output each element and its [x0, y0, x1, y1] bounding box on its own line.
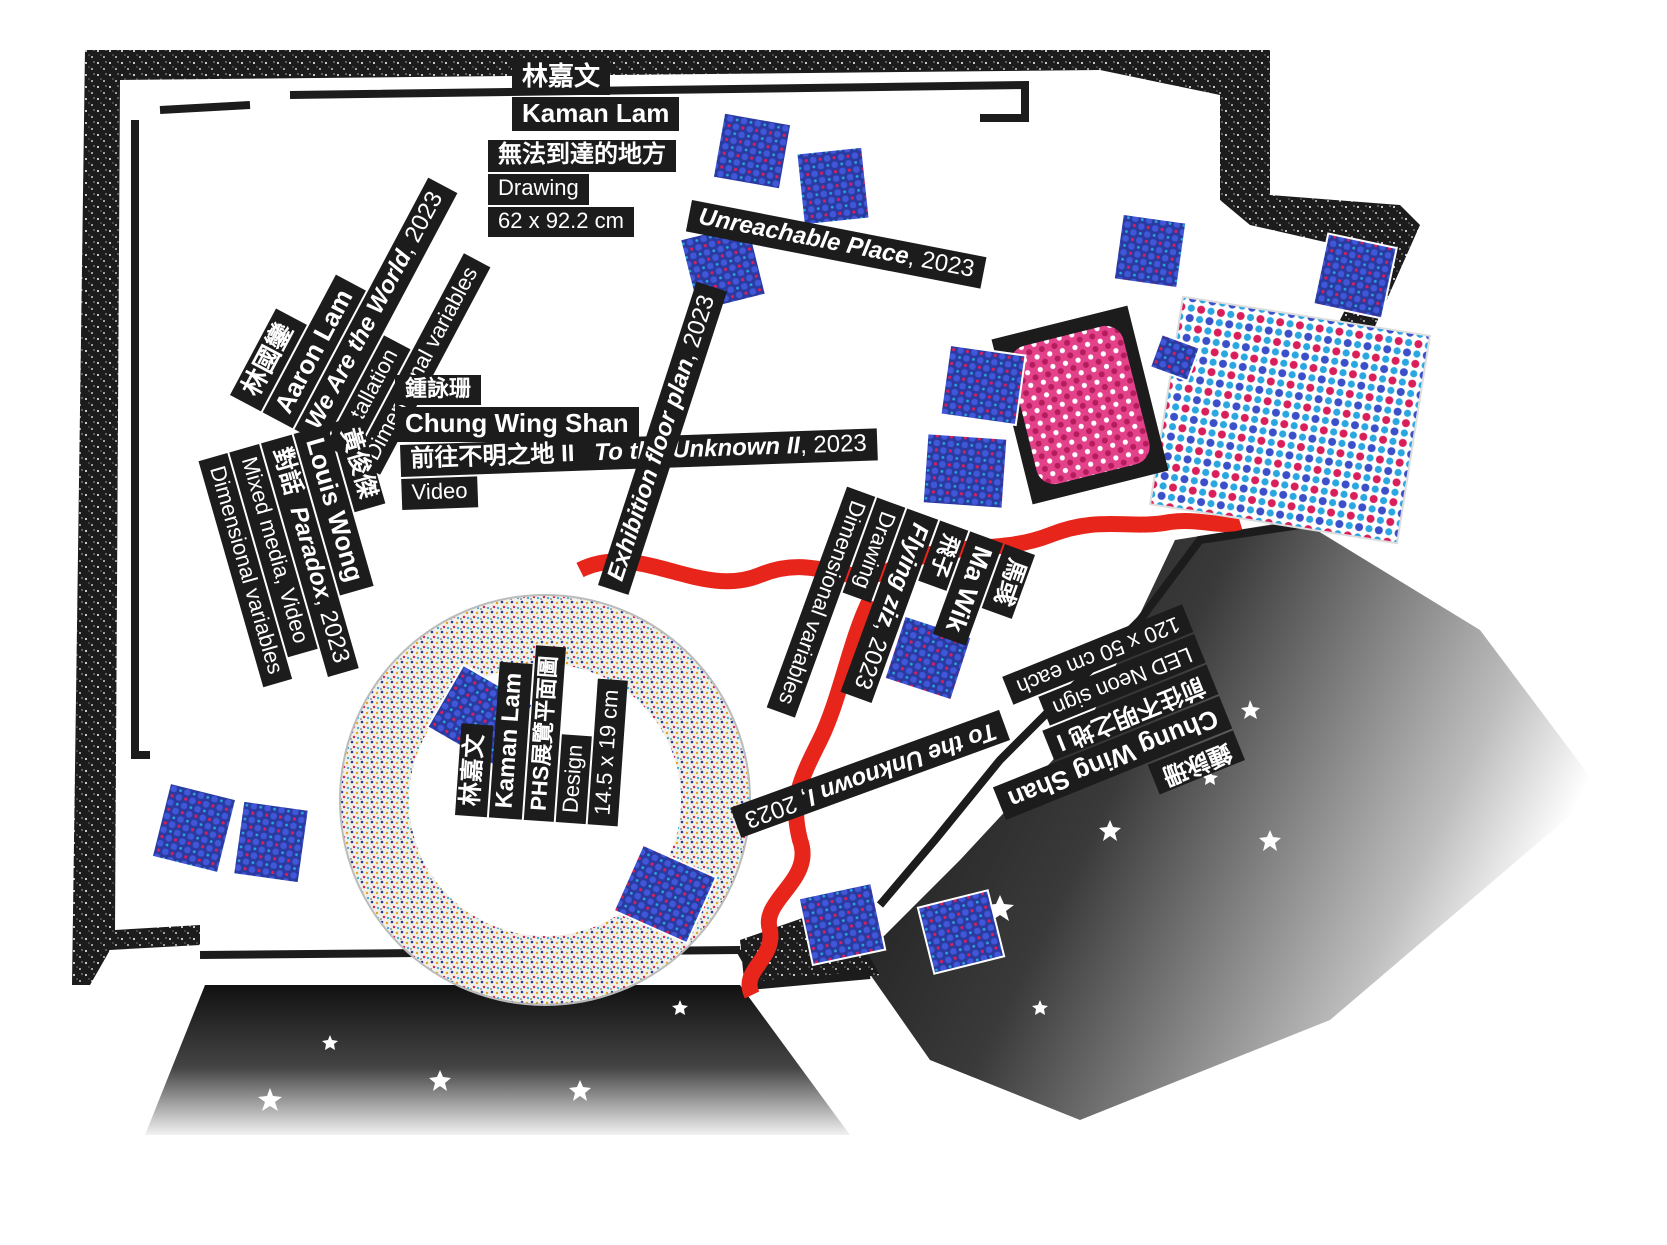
label-floor-plan-details: 林嘉文 Kaman Lam PHS展覽平面圖 Design 14.5 x 19 …: [455, 640, 632, 827]
artist-name-en: Kaman Lam: [512, 96, 680, 132]
starfield-bottom: [145, 985, 850, 1135]
label-unreachable-details: 無法到達的地方 Drawing 62 x 92.2 cm: [488, 140, 676, 239]
work-title-zh: 無法到達的地方: [488, 140, 676, 173]
work-title-zh: 前往不明之地 II: [410, 439, 575, 473]
work-year: , 2023: [310, 594, 355, 667]
artist-name-en: Chung Wing Shan: [395, 407, 639, 442]
work-year: , 2023: [848, 621, 897, 693]
artist-name-zh: 鍾詠珊: [395, 375, 482, 406]
work-medium: Video: [401, 476, 479, 510]
label-chung-unknown-ii: 鍾詠珊 Chung Wing Shan: [395, 375, 639, 444]
confetti-ring: [341, 596, 749, 1004]
blue-dotted-squares: [150, 111, 1398, 975]
work-size: 62 x 92.2 cm: [488, 206, 634, 237]
starfield-right: [860, 520, 1600, 1120]
work-medium: Drawing: [488, 174, 589, 205]
work-year: , 2023: [799, 429, 868, 460]
work-year: , 2023: [393, 187, 449, 259]
artist-name-zh: 林嘉文: [512, 60, 611, 95]
artist-name-zh: 林嘉文: [455, 723, 494, 818]
work-medium: Design: [555, 733, 593, 825]
work-title-en: To the Unknown II: [593, 432, 801, 467]
light-dotted-panel: [1148, 295, 1432, 545]
label-kaman-unreachable: 林嘉文 Kaman Lam: [512, 60, 680, 133]
pink-dotted-panel: [991, 305, 1169, 505]
